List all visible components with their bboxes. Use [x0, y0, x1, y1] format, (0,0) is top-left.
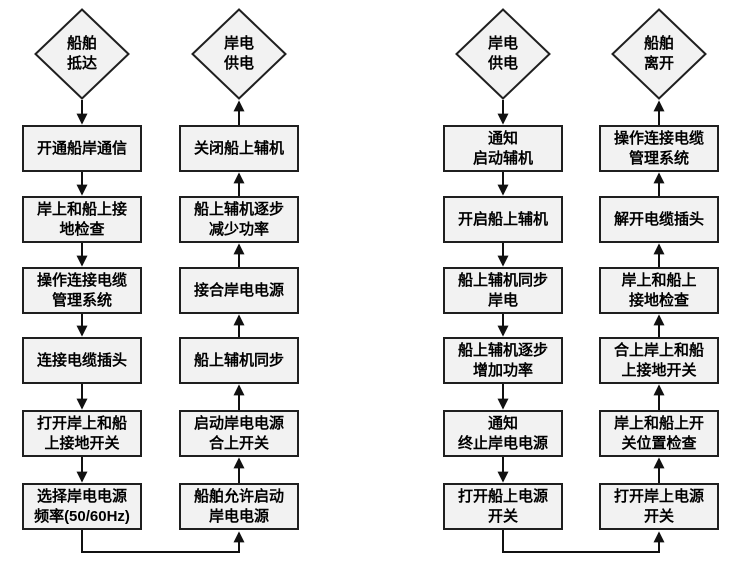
diamond-shape [611, 8, 707, 100]
step-box: 合上岸上和船 上接地开关 [599, 337, 719, 384]
step-box: 打开船上电源 开关 [443, 483, 563, 530]
terminal-label: 船舶 离开 [643, 35, 674, 72]
terminal-label: 船舶 抵达 [66, 35, 97, 72]
step-box: 接合岸电电源 [179, 267, 299, 314]
terminal-ship-departure: 船舶 离开 [611, 8, 707, 100]
step-box: 打开岸上和船 上接地开关 [22, 410, 142, 457]
step-box: 解开电缆插头 [599, 196, 719, 243]
terminal-shore-power-on: 岸电 供电 [191, 8, 287, 100]
step-box: 船上辅机同步 [179, 337, 299, 384]
step-box: 船上辅机逐步 增加功率 [443, 337, 563, 384]
diamond-shape [455, 8, 551, 100]
step-box: 岸上和船上开 关位置检查 [599, 410, 719, 457]
step-box: 船舶允许启动 岸电电源 [179, 483, 299, 530]
step-box: 连接电缆插头 [22, 337, 142, 384]
terminal-ship-arrival: 船舶 抵达 [34, 8, 130, 100]
step-box: 开启船上辅机 [443, 196, 563, 243]
step-box: 选择岸电电源 频率(50/60Hz) [22, 483, 142, 530]
step-box: 通知 启动辅机 [443, 125, 563, 172]
step-box: 开通船岸通信 [22, 125, 142, 172]
step-box: 打开岸上电源 开关 [599, 483, 719, 530]
step-box: 船上辅机同步 岸电 [443, 267, 563, 314]
diamond-shape [191, 8, 287, 100]
step-box: 启动岸电电源 合上开关 [179, 410, 299, 457]
terminal-label: 岸电 供电 [487, 35, 518, 72]
step-box: 操作连接电缆 管理系统 [22, 267, 142, 314]
step-box: 岸上和船上 接地检查 [599, 267, 719, 314]
diamond-shape [34, 8, 130, 100]
column1-to-column2-connector [81, 530, 245, 553]
step-box: 操作连接电缆 管理系统 [599, 125, 719, 172]
step-box: 岸上和船上接 地检查 [22, 196, 142, 243]
terminal-label: 岸电 供电 [223, 35, 254, 72]
step-box: 船上辅机逐步 减少功率 [179, 196, 299, 243]
step-box: 关闭船上辅机 [179, 125, 299, 172]
step-box: 通知 终止岸电电源 [443, 410, 563, 457]
column3-to-column4-connector [502, 530, 665, 553]
terminal-shore-power-supply: 岸电 供电 [455, 8, 551, 100]
